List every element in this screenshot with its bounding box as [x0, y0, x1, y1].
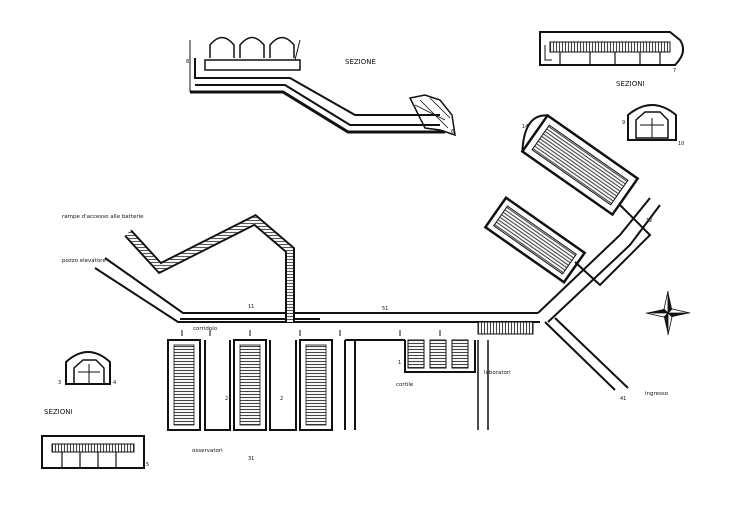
sections-title-left: SEZIONI [44, 408, 73, 416]
section-number-label: 5 [146, 462, 149, 468]
section-number-label: 4 [113, 380, 116, 386]
elevator-shaft-label: pozzo elevatore [62, 258, 106, 264]
section-number-label: 10 [678, 141, 684, 147]
section-number-label: 3 [58, 380, 61, 386]
battery-galleries [167, 339, 333, 431]
section-number-label: 7 [673, 68, 676, 74]
plan-number-label: 1 [398, 360, 401, 366]
top-right-section: SEZIONI 7 9 10 [539, 31, 684, 147]
section-number-label: 9 [622, 120, 625, 126]
plan-number-label: 12 [646, 218, 652, 224]
section-number-label: 6 [451, 129, 454, 135]
compass-rose-icon [645, 290, 691, 336]
plan-number-label: 11 [248, 304, 254, 310]
plan-number-label: 2 [225, 396, 228, 402]
plan-number-label: 41 [620, 396, 626, 402]
left-arched-section: 3 4 SEZIONI [44, 351, 116, 416]
plan-number-label: 31 [248, 456, 254, 462]
section-number-label: 8 [186, 59, 189, 65]
observatories-label: osservatori [192, 448, 223, 454]
bottom-left-section: 5 [41, 435, 149, 469]
laboratories-label: laboratori [484, 370, 511, 376]
ramps-label: rampe d'accesso alle batterie [62, 214, 144, 220]
section-title: SEZIONE [345, 58, 376, 66]
plan-number-label: 2 [280, 396, 283, 402]
plan-number-label: 14 [522, 124, 528, 130]
entrance-label: ingresso [645, 391, 669, 397]
longitudinal-section: SEZIONE 8 6 [186, 36, 456, 137]
plan-number-label: 51 [382, 306, 388, 312]
courtyard-label: cortile [396, 382, 414, 388]
main-plan [94, 113, 661, 431]
corridor-label: corridoio [193, 326, 218, 332]
sections-title-top: SEZIONI [616, 80, 645, 88]
